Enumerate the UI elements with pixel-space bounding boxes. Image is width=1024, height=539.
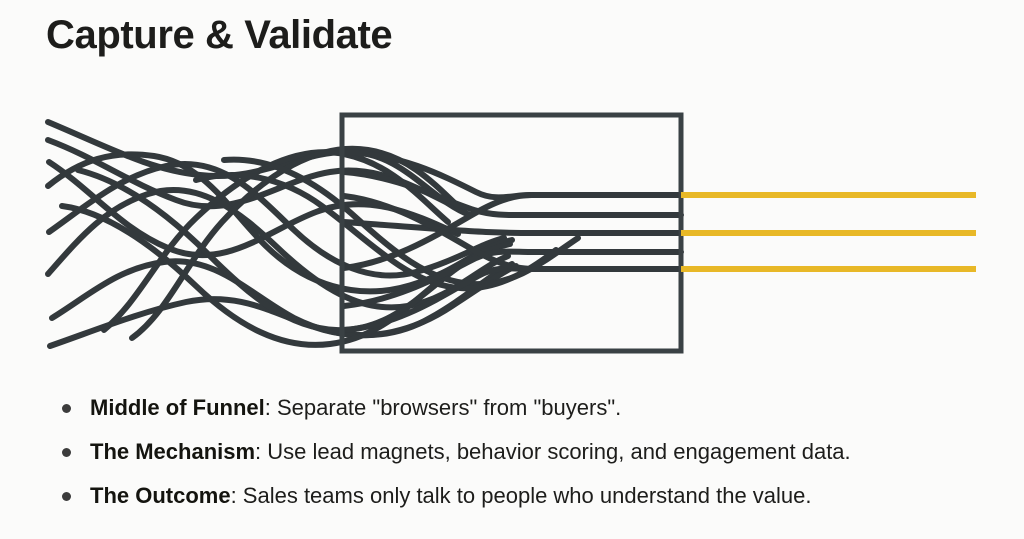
page-title: Capture & Validate <box>46 13 393 57</box>
bullet-body-text: : Separate "browsers" from "buyers". <box>264 395 622 420</box>
converge-curve-4 <box>341 248 684 309</box>
converge-curve-7 <box>341 192 535 271</box>
bullet-lead-label: The Mechanism <box>90 439 256 464</box>
tangled-input-curves <box>45 119 581 349</box>
bullet-dot-icon <box>62 448 71 457</box>
qualified-output-lines <box>681 192 976 272</box>
bullet-lead-label: Middle of Funnel <box>90 395 265 420</box>
bullet-lead-label: The Outcome <box>90 483 231 508</box>
tangle-curve-14 <box>193 172 559 292</box>
diagram-container <box>0 100 1024 370</box>
list-item: The Mechanism: Use lead magnets, behavio… <box>58 430 998 474</box>
tangle-curve-5 <box>46 161 507 279</box>
converge-curve-6 <box>341 193 537 272</box>
bullet-body-text: : Sales teams only talk to people who un… <box>230 483 812 508</box>
bullet-list: Middle of Funnel: Separate "browsers" fr… <box>58 386 998 518</box>
list-item: The Outcome: Sales teams only talk to pe… <box>58 474 998 518</box>
converge-curve-3 <box>341 219 684 236</box>
tangle-curve-9 <box>101 149 451 333</box>
bullet-dot-icon <box>62 404 71 413</box>
funnel-filter-diagram <box>45 112 976 354</box>
bullet-body-text: : Use lead magnets, behavior scoring, an… <box>255 439 851 464</box>
converging-curves-inside-box <box>341 149 684 333</box>
converge-curve-2 <box>341 169 684 219</box>
bullet-dot-icon <box>62 492 71 501</box>
list-item: Middle of Funnel: Separate "browsers" fr… <box>58 386 998 430</box>
tangle-curve-6 <box>45 186 511 311</box>
